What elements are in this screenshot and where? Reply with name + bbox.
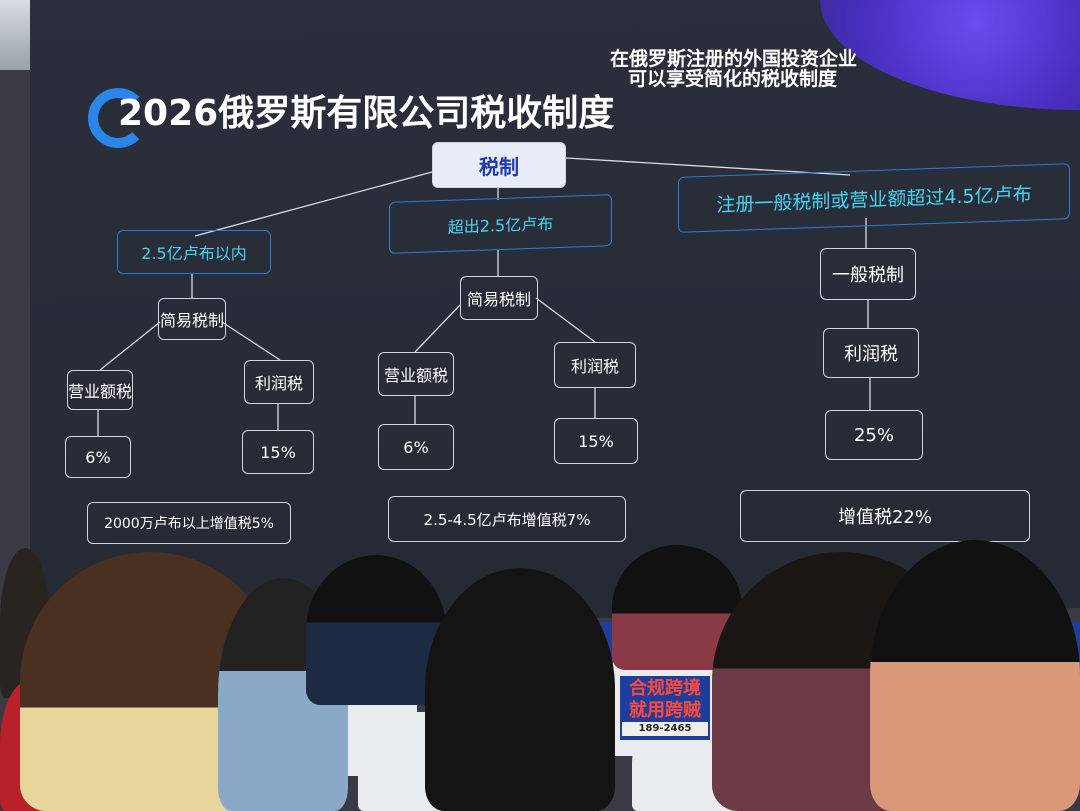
subtitle-line-2: 可以享受简化的税收制度 [628,68,838,90]
branch-1-condition: 2.5亿卢布以内 [117,230,271,274]
branch-2-right-tax: 利润税 [554,342,636,388]
branch-2-left-rate: 6% [378,424,454,470]
branch-3-tax: 利润税 [823,328,919,378]
banner-line-1: 合规跨境 [629,678,701,699]
branch-2-vat: 2.5-4.5亿卢布增值税7% [388,496,626,542]
branch-1-left-tax: 营业额税 [67,370,133,410]
subtitle-line-1: 在俄罗斯注册的外国投资企业 [610,48,858,70]
banner-line-2: 就用跨贼 [629,700,701,721]
slide-title: 2026俄罗斯有限公司税收制度 [118,93,615,134]
branch-3-regime: 一般税制 [820,248,916,300]
branch-2-regime: 简易税制 [460,276,538,320]
banner-phone: 189-2465 [622,722,708,736]
branch-3-rate: 25% [825,410,923,460]
logo-icon [88,88,148,148]
branch-2-left-tax: 营业额税 [378,352,454,396]
audience-person [306,555,446,705]
branch-1-vat: 2000万卢布以上增值税5% [87,502,291,544]
audience-person [425,568,615,811]
branch-2-right-rate: 15% [554,418,638,464]
branch-2-condition: 超出2.5亿卢布 [389,194,612,254]
branch-3-vat: 增值税22% [740,490,1030,542]
branch-1-right-tax: 利润税 [244,360,314,404]
branch-1-regime: 简易税制 [158,298,226,340]
branch-1-left-rate: 6% [65,436,131,478]
audience-person [870,540,1080,811]
branch-1-right-rate: 15% [242,430,314,474]
root-node: 税制 [432,142,566,188]
